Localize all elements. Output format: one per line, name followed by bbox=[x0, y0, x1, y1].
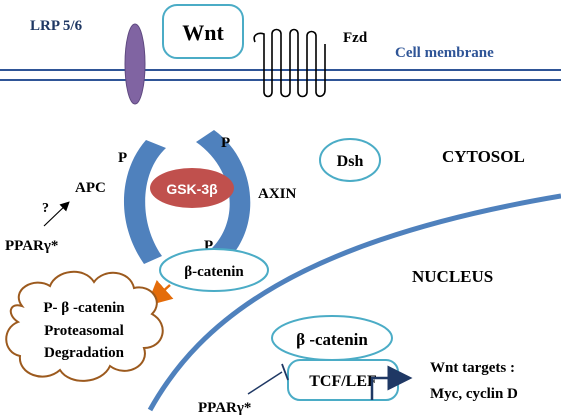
degradation-text-3: Degradation bbox=[44, 345, 125, 361]
nucleus-label: NUCLEUS bbox=[412, 267, 493, 286]
ppar-top-label: PPARγ* bbox=[5, 238, 58, 254]
wnt-targets-line2: Myc, cyclin D bbox=[430, 386, 518, 402]
apc-label: APC bbox=[75, 180, 106, 196]
lrp-receptor bbox=[124, 23, 146, 105]
degradation-cloud bbox=[5, 270, 164, 382]
axin-arc bbox=[196, 130, 251, 262]
ppar-inhibition-bar bbox=[281, 363, 289, 381]
nuclear-membrane bbox=[147, 193, 561, 412]
p-apc-label: P bbox=[118, 150, 127, 166]
wnt-targets-line1: Wnt targets : bbox=[430, 360, 515, 376]
degradation-text-2: Proteasomal bbox=[44, 323, 124, 339]
cytosol-label: CYTOSOL bbox=[442, 147, 525, 166]
transcription-arrow bbox=[370, 365, 413, 400]
ppar-apc-arrow bbox=[43, 201, 70, 227]
axin-label: AXIN bbox=[258, 186, 297, 202]
p-beta-label: P bbox=[204, 238, 213, 254]
fzd-label: Fzd bbox=[343, 30, 368, 46]
degradation-text-1: P- β -catenin bbox=[43, 300, 125, 316]
beta-catenin-nucleus-label: β -catenin bbox=[296, 330, 368, 349]
beta-catenin-cytosol bbox=[159, 248, 269, 292]
wnt-label: Wnt bbox=[182, 20, 224, 45]
dsh-label: Dsh bbox=[337, 153, 364, 170]
question-mark: ? bbox=[42, 201, 49, 216]
fzd-receptor bbox=[253, 28, 326, 98]
ppar-bottom-label: PPARγ* bbox=[198, 400, 251, 416]
wnt-box bbox=[162, 4, 244, 59]
gsk3b-label: GSK-3β bbox=[166, 181, 218, 197]
lrp-label: LRP 5/6 bbox=[30, 18, 83, 34]
gsk3b-ellipse bbox=[150, 168, 234, 208]
apc-arc bbox=[123, 140, 166, 264]
tcf-lef-label: TCF/LEF bbox=[309, 373, 377, 390]
cell-membrane-label: Cell membrane bbox=[395, 45, 494, 61]
dsh-ellipse bbox=[319, 138, 381, 182]
ppar-inhibition-line bbox=[247, 371, 283, 395]
beta-catenin-cytosol-label: β-catenin bbox=[184, 264, 244, 280]
p-axin-label: P bbox=[221, 135, 230, 151]
